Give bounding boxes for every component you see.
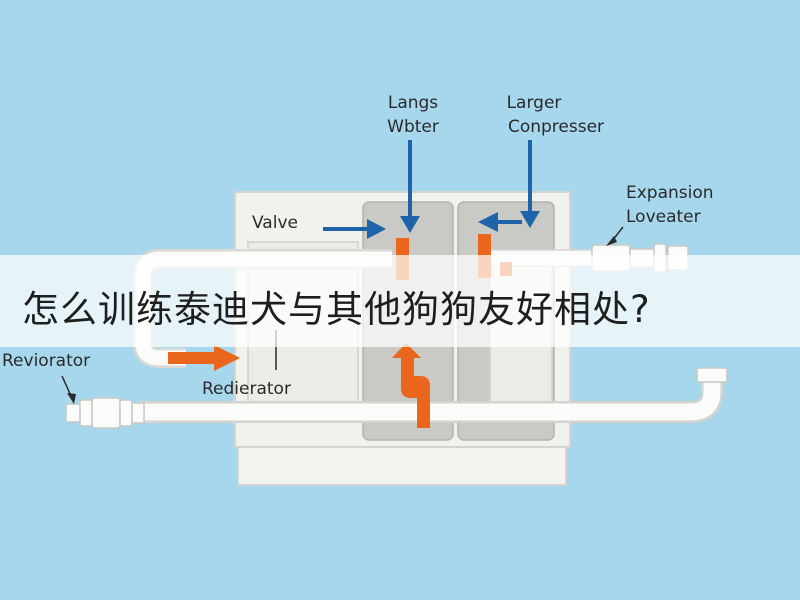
label-langs-water-line1: Langs — [388, 93, 438, 113]
label-expansion-line2: Loveater — [626, 207, 701, 227]
banner-title: 怎么训练泰迪犬与其他狗狗友好相处? — [22, 288, 651, 331]
outlet-cap — [696, 367, 728, 383]
label-valve: Valve — [252, 213, 298, 233]
title-banner — [0, 255, 800, 347]
label-redierator: Redierator — [202, 379, 291, 399]
blue-flow-arrows — [323, 140, 540, 239]
label-larger-compresser-line1: Larger — [507, 93, 562, 113]
label-langs-water-line2: Wbter — [387, 117, 439, 137]
label-reviorator: Reviorator — [2, 351, 90, 371]
reviorator-fitting — [65, 397, 145, 429]
label-expansion-line1: Expansion — [626, 183, 714, 203]
label-larger-compresser-line2: Conpresser — [508, 117, 604, 137]
unit-base — [237, 446, 567, 486]
